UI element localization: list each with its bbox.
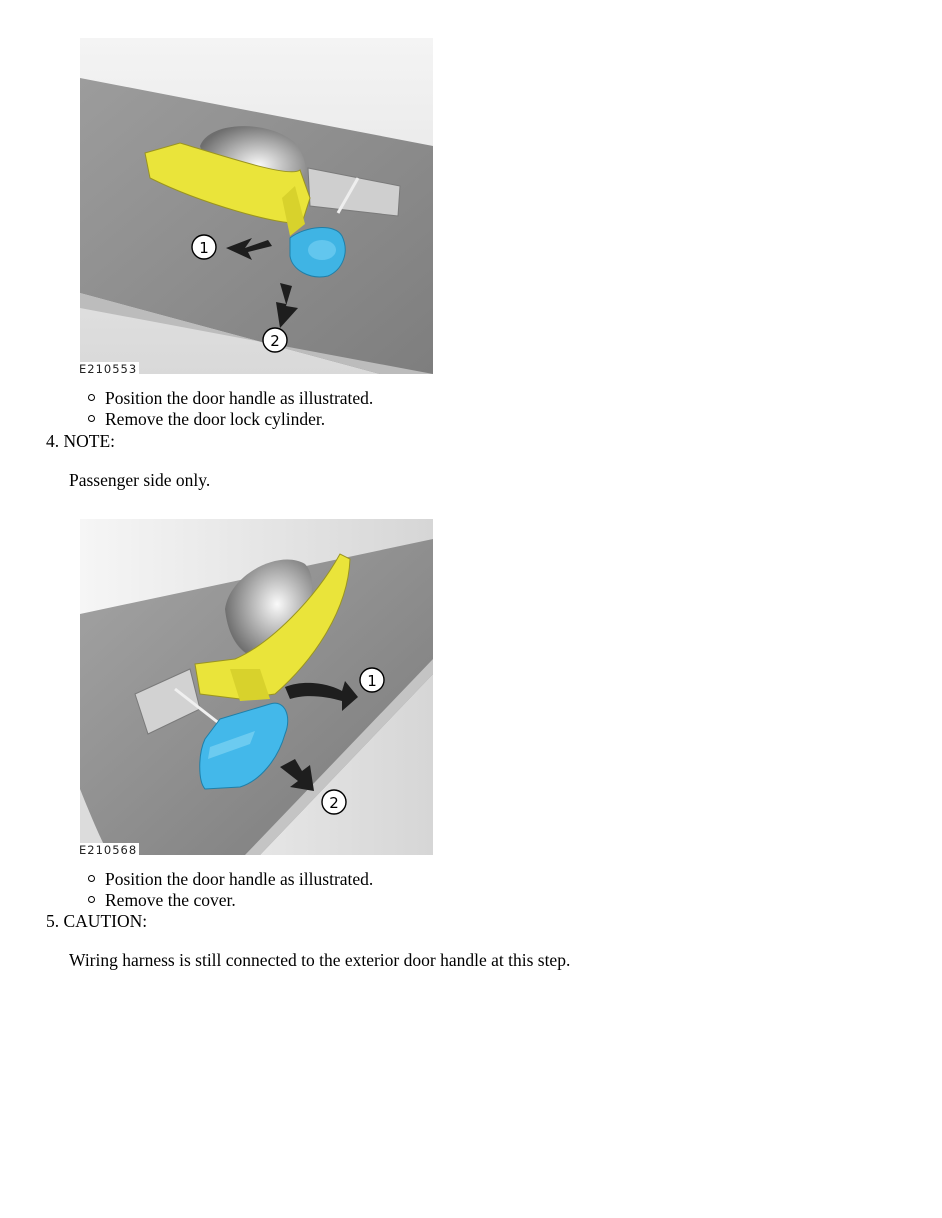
svg-text:2: 2 (270, 332, 280, 350)
door-handle (144, 142, 311, 224)
list-item: Position the door handle as illustrated. (88, 388, 373, 408)
figure-id: E210553 (79, 362, 140, 376)
arrow-2 (276, 283, 298, 328)
step-4-heading: 4. NOTE: (46, 431, 116, 451)
bullet-icon (88, 394, 95, 402)
door-handle-illustration-1: 1 2 (80, 38, 433, 374)
door-handle-end (282, 186, 305, 236)
list-item: Remove the door lock cylinder. (88, 409, 325, 429)
handle-cover-highlight (208, 731, 255, 759)
svg-text:1: 1 (367, 672, 377, 690)
door-edge (245, 659, 433, 855)
step-4-note: Passenger side only. (69, 470, 211, 490)
lock-cylinder-face (308, 240, 336, 260)
list-item: Remove the cover. (88, 890, 236, 910)
bullet-icon (88, 896, 95, 904)
arrow-1 (226, 238, 272, 260)
list-item: Position the door handle as illustrated. (88, 869, 373, 889)
door-handle-end (230, 669, 270, 701)
figure-id: E210568 (79, 843, 140, 857)
lock-rod (336, 177, 360, 214)
bullet-icon (88, 415, 95, 423)
svg-text:2: 2 (329, 794, 339, 812)
door-corner (80, 789, 110, 855)
svg-text:1: 1 (199, 239, 209, 257)
handle-mechanism (307, 167, 401, 217)
bullet-icon (88, 875, 95, 883)
callout-1: 1 (359, 667, 385, 693)
door-handle (194, 553, 351, 700)
step-5-caution: Wiring harness is still connected to the… (69, 950, 571, 970)
callout-2: 2 (262, 327, 288, 353)
step-5-heading: 5. CAUTION: (46, 911, 148, 931)
callout-2: 2 (321, 789, 347, 815)
figure-e210568: 1 2 E210568 (79, 519, 433, 857)
arrow-1 (285, 681, 358, 711)
door-handle-illustration-2: 1 2 (80, 519, 433, 855)
arrow-2 (280, 759, 314, 791)
handle-rod (174, 687, 221, 726)
callout-1: 1 (191, 234, 217, 260)
figure-e210553: 1 2 E210553 (79, 38, 433, 376)
